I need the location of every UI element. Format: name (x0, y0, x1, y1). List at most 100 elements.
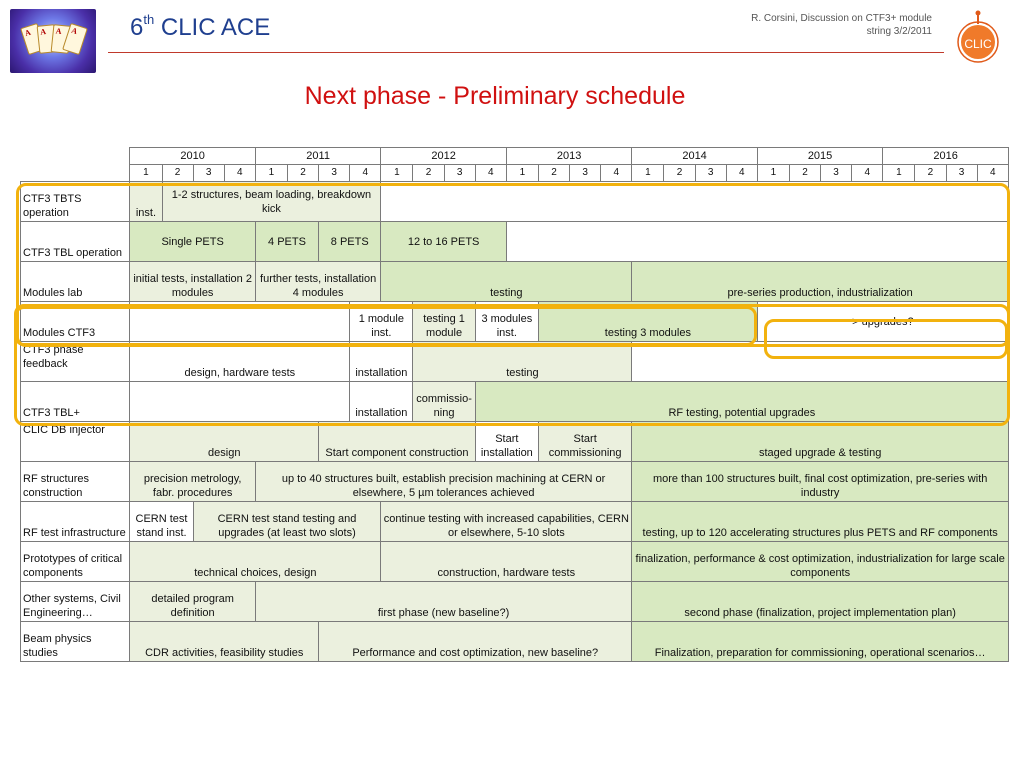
schedule-cell: design, hardware tests (129, 341, 351, 382)
schedule-cell: up to 40 structures built, establish pre… (254, 461, 633, 502)
table-row: Modules CTF3 1 module inst. testing 1 mo… (19, 301, 1010, 342)
year-header: 2015 (756, 147, 884, 165)
year-header: 2012 (380, 147, 507, 165)
quarter-header: 2 (161, 164, 194, 182)
schedule-cell: 8 PETS (318, 221, 382, 262)
schedule-cell: testing (412, 341, 633, 382)
quarter-header: 4 (474, 164, 507, 182)
quarter-header: 3 (192, 164, 225, 182)
schedule-cell: testing 1 module (412, 301, 476, 342)
schedule-cell: 12 to 16 PETS (380, 221, 507, 262)
year-header: 2010 (129, 147, 256, 165)
schedule-cell: 4 PETS (254, 221, 320, 262)
quarter-header: 1 (882, 164, 916, 182)
svg-text:CLIC: CLIC (964, 37, 992, 51)
quarter-header: 1 (380, 164, 414, 182)
quarter-header: 2 (286, 164, 320, 182)
schedule-cell: precision metrology, fabr. procedures (129, 461, 256, 502)
header-divider (108, 52, 944, 53)
row-label: Modules lab (19, 261, 131, 302)
row-label: Prototypes of critical components (19, 541, 131, 582)
quarter-header: 4 (349, 164, 382, 182)
quarter-header: 1 (129, 164, 163, 182)
schedule-cell: testing, up to 120 accelerating structur… (631, 501, 1009, 542)
schedule-cell: testing 3 modules (537, 301, 758, 342)
schedule-cell: design (129, 421, 320, 462)
ace-logo: A A A A (10, 9, 96, 73)
quarter-header: 3 (569, 164, 602, 182)
corner-cell (21, 165, 130, 182)
schedule-cell: 3 modules inst. (474, 301, 539, 342)
schedule-cell: first phase (new baseline?) (254, 581, 633, 622)
year-header: 2013 (505, 147, 633, 165)
table-row: CTF3 TBL+ installation commissio-ning RF… (19, 381, 1010, 422)
row-label: Beam physics studies (19, 621, 131, 662)
slide-title: Next phase - Preliminary schedule (304, 82, 686, 110)
schedule-cell: further tests, installation 4 modules (254, 261, 382, 302)
schedule-cell: RF testing, potential upgrades (474, 381, 1010, 422)
empty-cell (129, 301, 351, 342)
schedule-cell: Start installation (474, 421, 539, 462)
row-label: CTF3 TBL operation (19, 221, 131, 262)
schedule-cell: second phase (finalization, project impl… (631, 581, 1009, 622)
quarter-header: 3 (820, 164, 853, 182)
row-label: Modules CTF3 (19, 301, 131, 342)
schedule-cell: installation (349, 341, 414, 382)
row-label: RF test infrastructure (19, 501, 131, 542)
schedule-cell: Single PETS (129, 221, 256, 262)
schedule-cell: more than 100 structures built, final co… (631, 461, 1009, 502)
quarter-header: 2 (914, 164, 947, 182)
quarter-header: 4 (600, 164, 633, 182)
table-row: Beam physics studies CDR activities, fea… (19, 621, 1009, 662)
table-row: CTF3 TBTS operation inst. 1-2 structures… (19, 181, 1009, 222)
quarter-header: 4 (725, 164, 758, 182)
schedule-cell: inst. (129, 181, 163, 222)
quarter-header: 2 (412, 164, 445, 182)
schedule-cell: 1 module inst. (349, 301, 414, 342)
schedule-cell: > upgrades? (756, 301, 1010, 342)
header-title: 6th CLIC ACE (130, 12, 271, 41)
schedule-cell: staged upgrade & testing (631, 421, 1009, 462)
table-row: CTF3 TBL operation Single PETS 4 PETS 8 … (19, 221, 1010, 262)
schedule-cell: pre-series production, industrialization (631, 261, 1009, 302)
quarter-header: 4 (851, 164, 884, 182)
year-header: 2014 (631, 147, 758, 165)
table-row: RF structures construction precision met… (19, 461, 1009, 502)
schedule-cell: continue testing with increased capabili… (380, 501, 633, 542)
schedule-cell: 1-2 structures, beam loading, breakdown … (161, 181, 382, 222)
year-header-row: 2010 2011 2012 2013 2014 2015 2016 (21, 147, 1009, 165)
row-label: RF structures construction (19, 461, 131, 502)
schedule-cell: initial tests, installation 2 modules (129, 261, 256, 302)
schedule-cell: construction, hardware tests (380, 541, 633, 582)
quarter-header: 1 (756, 164, 790, 182)
table-row: Prototypes of critical components techni… (19, 541, 1009, 582)
empty-cell (505, 221, 1010, 262)
quarter-header: 3 (443, 164, 476, 182)
quarter-header: 3 (945, 164, 978, 182)
table-row: Modules lab initial tests, installation … (19, 261, 1009, 302)
schedule-cell: Finalization, preparation for commission… (631, 621, 1009, 662)
schedule-cell: Start component construction (318, 421, 476, 462)
quarter-header: 1 (505, 164, 539, 182)
schedule-cell: CDR activities, feasibility studies (129, 621, 320, 662)
row-label: CTF3 TBL+ (19, 381, 131, 422)
table-row: Other systems, Civil Engineering… detail… (19, 581, 1009, 622)
table-row: RF test infrastructure CERN test stand i… (19, 501, 1009, 542)
schedule-cell: Start commissioning (537, 421, 633, 462)
schedule-cell: testing (380, 261, 633, 302)
quarter-header: 4 (976, 164, 1010, 182)
quarter-header: 3 (694, 164, 727, 182)
schedule-cell: finalization, performance & cost optimiz… (631, 541, 1009, 582)
table-row: CLIC DB injector design Start component … (19, 421, 1009, 462)
clic-logo: CLIC (957, 10, 999, 63)
row-label: Other systems, Civil Engineering… (19, 581, 131, 622)
quarter-header: 2 (663, 164, 696, 182)
row-label: CTF3 phase feedback (19, 341, 131, 382)
schedule-cell: commissio-ning (412, 381, 476, 422)
quarter-header: 1 (631, 164, 665, 182)
year-header: 2011 (254, 147, 382, 165)
empty-cell (380, 181, 1009, 222)
empty-cell (129, 381, 351, 422)
